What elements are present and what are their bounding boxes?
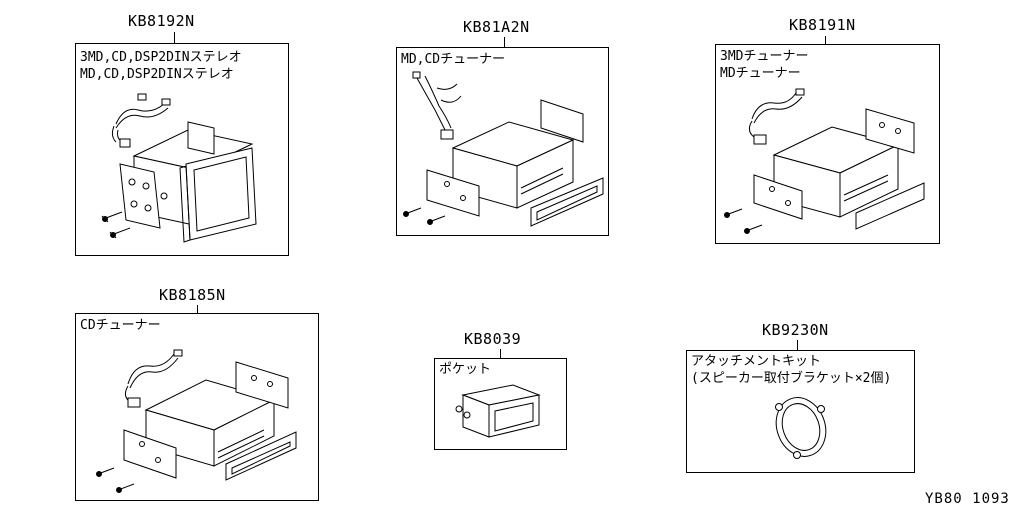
part-description-line-2: MD,CD,DSP2DINステレオ: [80, 67, 234, 82]
part-description-line-1: アタッチメントキット: [691, 354, 822, 369]
leader-line: [825, 36, 826, 45]
part-code: KB81A2N: [463, 18, 530, 36]
part-code: KB9230N: [762, 321, 829, 339]
part-description-line-1: 3MD,CD,DSP2DINステレオ: [80, 50, 242, 65]
part-code: KB8191N: [789, 16, 856, 34]
part-description-line-1: 3MDチューナー: [720, 49, 809, 64]
part-description-line-1: MD,CDチューナー: [401, 52, 506, 67]
part-description-line-1: CDチューナー: [80, 318, 161, 333]
leader-line: [797, 340, 798, 351]
part-code: KB8185N: [159, 286, 226, 304]
part-code: KB8039: [464, 330, 522, 348]
drawing-reference-number: YB80 1093: [925, 491, 1010, 507]
part-description-line-1: ポケット: [439, 362, 492, 377]
leader-line: [504, 37, 505, 48]
leader-line: [197, 305, 198, 314]
md-cd-tuner-illustration: [403, 71, 604, 227]
part-box: 3MDチューナー MDチューナー: [715, 44, 940, 244]
part-code: KB8192N: [128, 12, 195, 30]
speaker-bracket-illustration: [775, 397, 827, 459]
leader-line: [174, 32, 175, 44]
double-din-stereo-illustration: [101, 93, 257, 243]
cd-tuner-illustration: [96, 349, 297, 493]
part-description-line-2: MDチューナー: [720, 66, 801, 81]
part-box: MD,CDチューナー: [396, 47, 609, 236]
part-description-line-2: (スピーカー取付ブラケット×2個): [691, 371, 892, 386]
part-box: 3MD,CD,DSP2DINステレオ MD,CD,DSP2DINステレオ: [75, 43, 289, 256]
part-box: ポケット: [434, 358, 567, 450]
part-box: CDチューナー: [75, 313, 319, 501]
md-tuner-illustration: [724, 88, 925, 234]
leader-line: [500, 349, 501, 359]
part-box: アタッチメントキット (スピーカー取付ブラケット×2個): [686, 350, 915, 473]
pocket-illustration: [455, 384, 541, 438]
